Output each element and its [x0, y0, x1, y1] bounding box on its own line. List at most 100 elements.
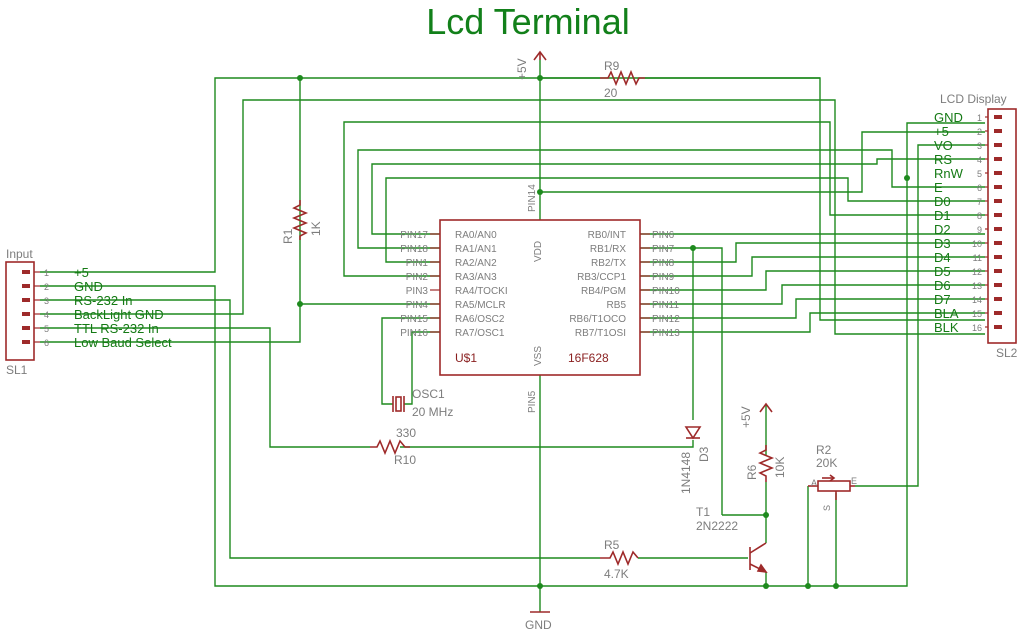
- mcu-part: 16F628: [568, 351, 609, 365]
- resistor-r10: 330 R10: [370, 426, 416, 467]
- mcu-left-pin-number: PIN17: [400, 230, 428, 241]
- r2-pin-a: A: [811, 478, 817, 488]
- input-pin-marker: [22, 340, 30, 344]
- r9-ref: R9: [604, 59, 620, 73]
- mcu-right-pin-name: RB1/RX: [590, 244, 626, 255]
- lcd-pin-number: 15: [972, 309, 982, 319]
- lcd-pin-marker: [994, 269, 1002, 273]
- r6-ref: R6: [745, 464, 759, 480]
- mcu-left-pin-number: PIN1: [406, 258, 429, 269]
- mcu-left-pin-number: PIN3: [406, 286, 429, 297]
- mcu-ref: U$1: [455, 351, 477, 365]
- mcu-left-pin-name: RA3/AN3: [455, 272, 497, 283]
- diagram-title: Lcd Terminal: [426, 1, 629, 42]
- osc-value: 20 MHz: [412, 405, 453, 419]
- input-pin-number: 6: [44, 338, 49, 348]
- input-pin-label: BackLight GND: [74, 307, 164, 322]
- mcu-right-pin-number: PIN9: [652, 272, 675, 283]
- mcu-left-pin-number: PIN16: [400, 328, 428, 339]
- lcd-pin-marker: [994, 283, 1002, 287]
- input-pin-label: TTL RS-232 In: [74, 321, 159, 336]
- r2-pin-s: S: [822, 505, 832, 511]
- supply-vcc-r6: +5V: [739, 402, 773, 428]
- lcd-pin-number: 1: [977, 113, 982, 123]
- lcd-pin-number: 4: [977, 155, 982, 165]
- lcd-pin-number: 3: [977, 141, 982, 151]
- mcu-right-pin-name: RB7/T1OSI: [575, 328, 626, 339]
- lcd-pin-marker: [994, 255, 1002, 259]
- mcu-right-pin-number: PIN12: [652, 314, 680, 325]
- lcd-pin-label: D7: [934, 292, 951, 307]
- r2-pin-e: E: [851, 476, 857, 486]
- lcd-pin-label: D1: [934, 208, 951, 223]
- input-pin-label: +5: [74, 265, 89, 280]
- mcu-left-pin-number: PIN4: [406, 300, 429, 311]
- input-pin-number: 2: [44, 282, 49, 292]
- mcu-vdd-label: VDD: [533, 241, 544, 262]
- lcd-pin-marker: [994, 311, 1002, 315]
- r1-ref: R1: [281, 228, 295, 244]
- resistor-r6: R6 10K: [745, 445, 787, 482]
- mcu-left-pin-name: RA7/OSC1: [455, 328, 505, 339]
- vcc-r6-label: +5V: [739, 406, 753, 428]
- connector-lcd: LCD Display SL2 1GND2+53VO4RS5RnW6E7D08D…: [934, 92, 1018, 360]
- mcu-pin14-label: PIN14: [527, 184, 538, 212]
- lcd-pin-label: GND: [934, 110, 963, 125]
- r10-ref: R10: [394, 453, 416, 467]
- input-pin-marker: [22, 284, 30, 288]
- resistor-r1: R1 1K: [281, 200, 323, 244]
- mcu-left-pin-name: RA1/AN1: [455, 244, 497, 255]
- lcd-pin-label: D2: [934, 222, 951, 237]
- lcd-pin-label: BLA: [934, 306, 959, 321]
- mcu-right-pin-number: PIN10: [652, 286, 680, 297]
- osc-ref: OSC1: [412, 387, 445, 401]
- lcd-pin-number: 9: [977, 225, 982, 235]
- mcu-pin5-label: PIN5: [527, 390, 538, 413]
- diode-d3: 1N4148 D3: [679, 426, 711, 494]
- t1-ref: T1: [696, 505, 710, 519]
- r5-ref: R5: [604, 538, 620, 552]
- d3-ref: D3: [697, 446, 711, 462]
- lcd-pin-marker: [994, 185, 1002, 189]
- r6-value: 10K: [773, 457, 787, 478]
- mcu-left-pin-number: PIN18: [400, 244, 428, 255]
- potentiometer-r2: R2 20K A E S: [808, 443, 857, 511]
- lcd-pin-marker: [994, 129, 1002, 133]
- lcd-pin-number: 11: [973, 253, 982, 263]
- r1-value: 1K: [309, 221, 323, 236]
- input-pin-marker: [22, 312, 30, 316]
- lcd-pin-marker: [994, 227, 1002, 231]
- resistor-r5: R5 4.7K: [600, 538, 639, 581]
- input-connector-header: Input: [6, 247, 33, 261]
- resistor-r9: R9 20: [600, 59, 645, 100]
- lcd-pin-number: 8: [977, 211, 982, 221]
- r9-value: 20: [604, 86, 618, 100]
- lcd-pin-marker: [994, 213, 1002, 217]
- lcd-pin-number: 12: [972, 267, 982, 277]
- input-pin-label: Low Baud Select: [74, 335, 172, 350]
- lcd-pin-number: 10: [972, 239, 982, 249]
- gnd-label: GND: [525, 618, 552, 632]
- mcu-right-pin-name: RB6/T1OCO: [569, 314, 626, 325]
- lcd-pin-marker: [994, 325, 1002, 329]
- input-pin-number: 5: [44, 324, 49, 334]
- mcu-right-pin-number: PIN8: [652, 258, 675, 269]
- lcd-connector-body: [987, 108, 1017, 344]
- lcd-pin-number: 13: [972, 281, 982, 291]
- r10-value: 330: [396, 426, 416, 440]
- lcd-pin-marker: [994, 297, 1002, 301]
- vcc-top-label: +5V: [515, 58, 529, 80]
- lcd-pin-label: D5: [934, 264, 951, 279]
- lcd-pin-label: D6: [934, 278, 951, 293]
- mcu-left-pin-number: PIN15: [400, 314, 428, 325]
- lcd-pin-marker: [994, 199, 1002, 203]
- d3-value: 1N4148: [679, 452, 693, 494]
- input-pin-number: 4: [44, 310, 49, 320]
- mcu-left-pin-name: RA5/MCLR: [455, 300, 506, 311]
- lcd-pin-label: VO: [934, 138, 953, 153]
- mcu-left-pin-name: RA4/TOCKI: [455, 286, 508, 297]
- lcd-pin-label: D3: [934, 236, 951, 251]
- lcd-pin-marker: [994, 241, 1002, 245]
